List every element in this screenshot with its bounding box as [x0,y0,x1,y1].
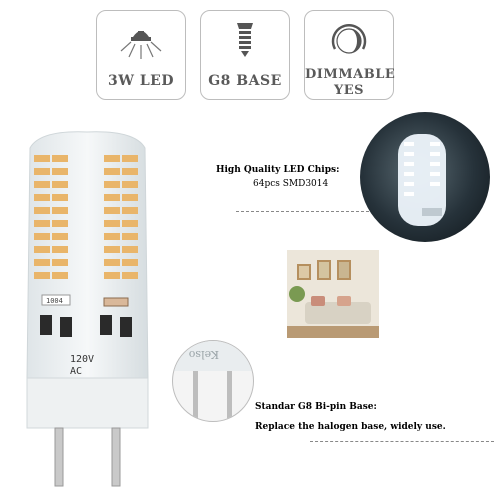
led-chip [122,220,138,227]
badge-3w-led: 3W LED [96,10,186,100]
led-chip [34,207,50,214]
chips-info: High Quality LED Chips: 64pcs SMD3014 [216,163,339,191]
badge-dimmable: DIMMABLE YES [304,10,396,100]
led-chip [52,220,68,227]
led-chips-left [34,155,68,279]
led-chip [52,194,68,201]
badge-label-line2: YES [333,83,365,98]
led-chip [52,207,68,214]
base-info: Standar G8 Bi-pin Base: Replace the halo… [255,400,446,434]
badge-label-line1: DIMMABLE [305,67,396,82]
badge-g8-base: G8 BASE [200,10,290,100]
bipin-zoom-photo: Kelso [172,340,254,422]
led-chip [122,272,138,279]
led-chip [52,246,68,253]
led-chip [52,181,68,188]
led-chip [34,246,50,253]
led-chip [34,168,50,175]
led-chip [122,194,138,201]
screw-base-icon [237,23,253,57]
led-chip [34,259,50,266]
led-chip [104,272,120,279]
led-chip [34,181,50,188]
led-chip [104,194,120,201]
led-bulb-image: 1004 120V AC [26,131,149,487]
led-chip [122,233,138,240]
led-chip [104,246,120,253]
current-label: AC [70,366,82,377]
led-chip [122,246,138,253]
led-chip [104,207,120,214]
led-chip [122,181,138,188]
lit-bulb-photo [360,112,490,242]
living-room-photo [287,250,379,338]
resistor-chip [41,294,71,306]
led-chips-right [104,155,138,279]
led-chip [122,259,138,266]
led-chip [34,220,50,227]
led-chip [52,259,68,266]
led-chip [122,168,138,175]
divider [236,211,369,212]
resistor-code: 1004 [46,297,63,305]
led-chip [104,220,120,227]
badge-label: 3W LED [108,73,174,89]
led-chip [34,155,50,162]
chips-heading: High Quality LED Chips: [216,165,340,175]
led-chip [104,155,120,162]
led-chip [52,272,68,279]
base-heading: Standar G8 Bi-pin Base: [255,402,377,412]
dimmer-arc-icon [331,24,367,54]
led-chip [122,207,138,214]
led-chip [52,155,68,162]
led-chip [122,155,138,162]
led-chip [104,259,120,266]
led-chip [104,181,120,188]
bulb-glow-icon [120,31,162,59]
badge-label: G8 BASE [208,73,282,89]
brand-mark: Kelso [188,348,219,361]
led-chip [34,233,50,240]
divider [310,441,494,442]
chips-detail: 64pcs SMD3014 [253,179,329,189]
base-detail: Replace the halogen base, widely use. [255,422,446,432]
led-chip [34,272,50,279]
led-chip [52,168,68,175]
voltage-label: 120V [70,354,94,365]
led-chip [52,233,68,240]
led-chip [104,168,120,175]
led-chip [104,233,120,240]
led-chip [34,194,50,201]
capacitor-chip [103,297,129,307]
